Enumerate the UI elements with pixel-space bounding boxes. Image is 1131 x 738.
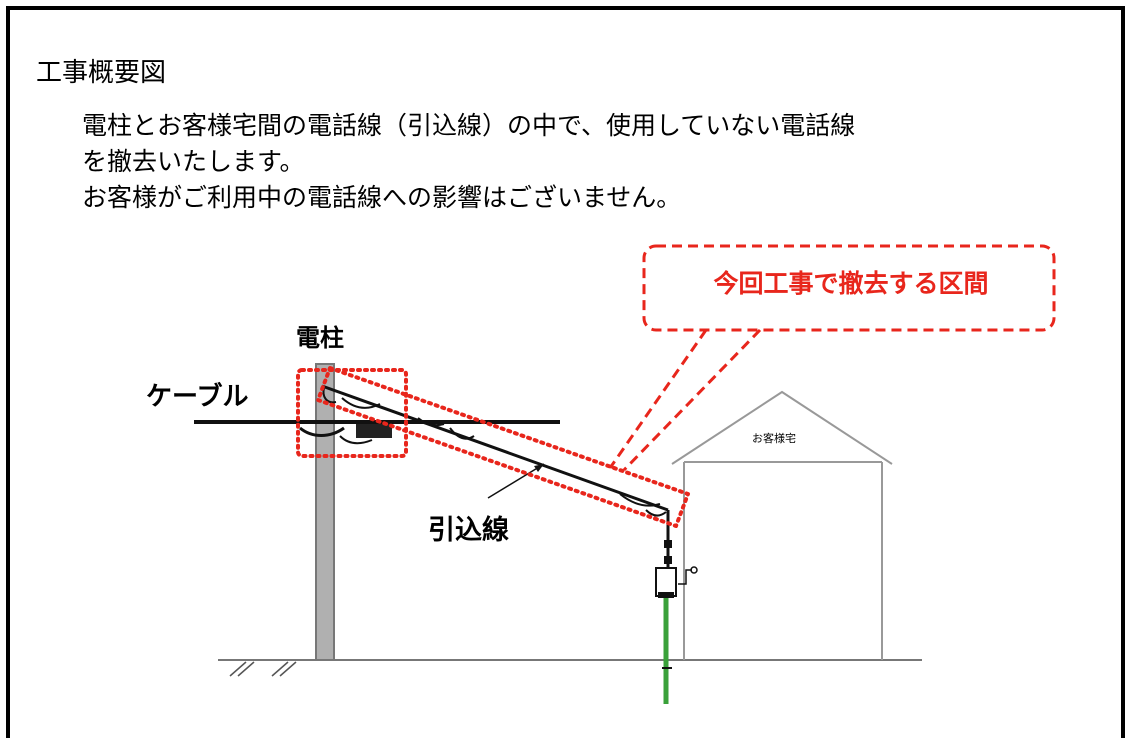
description-line-2: を撤去いたします。 <box>82 147 305 176</box>
callout-box <box>642 244 1056 332</box>
description-line-3: お客様がご利用中の電話線への影響はございません。 <box>82 183 682 212</box>
figure-frame <box>6 6 1125 738</box>
protector-box <box>655 567 677 597</box>
closure-box <box>356 424 392 438</box>
callout-label: 今回工事で撤去する区間 <box>713 269 989 298</box>
description-line-1: 電柱とお客様宅間の電話線（引込線）の中で、使用していない電話線 <box>82 111 856 140</box>
removal-highlight-drop-wire <box>316 366 690 528</box>
pole-label: 電柱 <box>296 324 344 352</box>
ground-hatch <box>229 661 297 677</box>
house-label: お客様宅 <box>752 432 796 445</box>
drop-wire <box>321 384 669 512</box>
drop-wire-pointer <box>487 463 545 499</box>
house <box>671 390 893 660</box>
utility-pole <box>315 363 335 661</box>
cable-label: ケーブル <box>146 382 249 412</box>
removal-highlight-pole <box>296 368 408 458</box>
description: 電柱とお客様宅間の電話線（引込線）の中で、使用していない電話線 を撤去いたします… <box>82 108 855 216</box>
drop-wire-label: 引込線 <box>428 515 509 546</box>
callout-leader-1 <box>608 329 708 469</box>
callout-leader-2 <box>622 328 762 472</box>
page-title: 工事概要図 <box>36 58 167 88</box>
